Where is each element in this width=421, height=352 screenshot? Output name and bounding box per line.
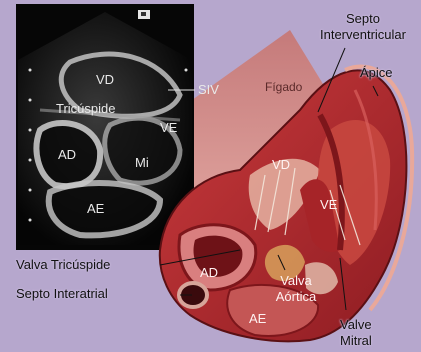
septo-line1: Septo	[305, 12, 421, 25]
valve-mitral-line1: Valve	[340, 318, 372, 331]
heart-label-ae: AE	[249, 312, 266, 325]
heart-label-vd: VD	[272, 158, 290, 171]
heart-label-ad: AD	[200, 266, 218, 279]
echo-label-ae: AE	[87, 202, 104, 215]
valva-aortica-line1: Valva	[272, 274, 320, 287]
label-septo-interventricular: Septo Interventricular	[305, 12, 421, 41]
septo-line2: Interventricular	[305, 28, 421, 41]
echo-label-vd: VD	[96, 73, 114, 86]
label-valva-aortica: Valva Aórtica	[272, 274, 320, 303]
label-figado: Fígado	[265, 81, 302, 93]
valva-aortica-line2: Aórtica	[272, 290, 320, 303]
valve-mitral-line2: Mitral	[340, 334, 372, 347]
echo-label-tricuspide: Tricúspide	[56, 102, 115, 115]
heart-label-ve: VE	[320, 198, 337, 211]
echo-label-ad: AD	[58, 148, 76, 161]
label-septo-interatrial: Septo Interatrial	[16, 287, 108, 300]
label-valve-mitral: Valve Mitral	[340, 318, 372, 347]
echo-label-mi: Mi	[135, 156, 149, 169]
label-valva-tricuspide: Valva Tricúspide	[16, 258, 110, 271]
label-apice: Ápice	[360, 66, 393, 79]
echo-label-ve: VE	[160, 121, 177, 134]
echo-label-siv: SIV	[198, 83, 219, 96]
